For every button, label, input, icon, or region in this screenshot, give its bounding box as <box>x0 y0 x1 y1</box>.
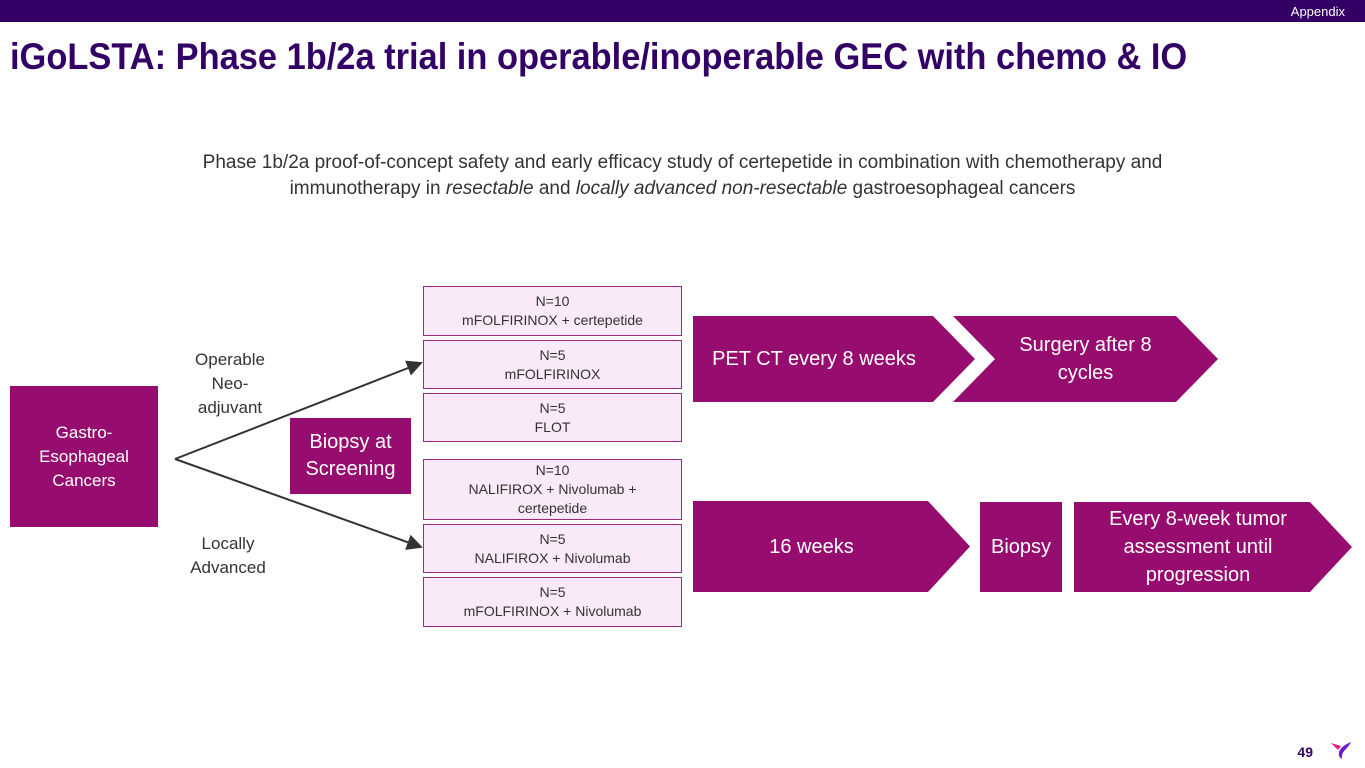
subtitle-italic: resectable <box>445 178 534 199</box>
biopsy-screening-box: Biopsy at Screening <box>290 418 411 494</box>
arm-regimen: NALIFIROX + Nivolumab <box>474 549 631 566</box>
step-tumor-assessment: Every 8-week tumor assessment until prog… <box>1074 502 1352 592</box>
step-pet-ct: PET CT every 8 weeks <box>693 316 975 402</box>
subtitle-text: and <box>533 178 576 199</box>
branch-label-operable: Operable Neo-adjuvant <box>195 350 265 417</box>
arm-box: N=5 mFOLFIRINOX + Nivolumab <box>423 577 682 627</box>
arm-n: N=5 <box>539 530 566 547</box>
arm-regimen: FLOT <box>534 418 571 435</box>
branch-label-advanced: Locally Advanced <box>190 534 266 577</box>
company-logo-icon <box>1331 742 1351 759</box>
subtitle: Phase 1b/2a proof-of-concept safety and … <box>150 150 1215 202</box>
page-number: 49 <box>1297 744 1313 760</box>
arm-box: N=10 mFOLFIRINOX + certepetide <box>423 286 682 336</box>
arm-regimen: NALIFIROX + Nivolumab + certepetide <box>468 481 637 516</box>
arrow-operable <box>174 360 423 460</box>
arm-n: N=10 <box>535 293 570 309</box>
subtitle-text: Phase 1b/2a proof-of-concept safety and … <box>202 152 1163 199</box>
arm-n: N=5 <box>539 399 566 416</box>
step-16-weeks: 16 weeks <box>693 501 970 592</box>
arm-regimen: mFOLFIRINOX + certepetide <box>462 312 643 328</box>
origin-box: Gastro-Esophageal Cancers <box>10 386 158 527</box>
arm-box: N=5 mFOLFIRINOX <box>423 340 682 389</box>
subtitle-text: gastroesophageal cancers <box>847 178 1076 199</box>
header-bar: Appendix <box>0 0 1365 22</box>
step-biopsy: Biopsy <box>980 502 1062 592</box>
step-surgery: Surgery after 8 cycles <box>953 316 1218 402</box>
section-label: Appendix <box>1290 4 1345 19</box>
arm-regimen: mFOLFIRINOX + Nivolumab <box>463 603 642 619</box>
arm-n: N=5 <box>539 346 566 363</box>
subtitle-italic: locally advanced non-resectable <box>575 178 848 199</box>
arm-n: N=5 <box>539 584 566 600</box>
arm-n: N=10 <box>535 462 570 478</box>
arrow-advanced <box>174 458 423 550</box>
page-title: iGoLSTA: Phase 1b/2a trial in operable/i… <box>10 36 1188 77</box>
arm-regimen: mFOLFIRINOX <box>504 365 601 382</box>
